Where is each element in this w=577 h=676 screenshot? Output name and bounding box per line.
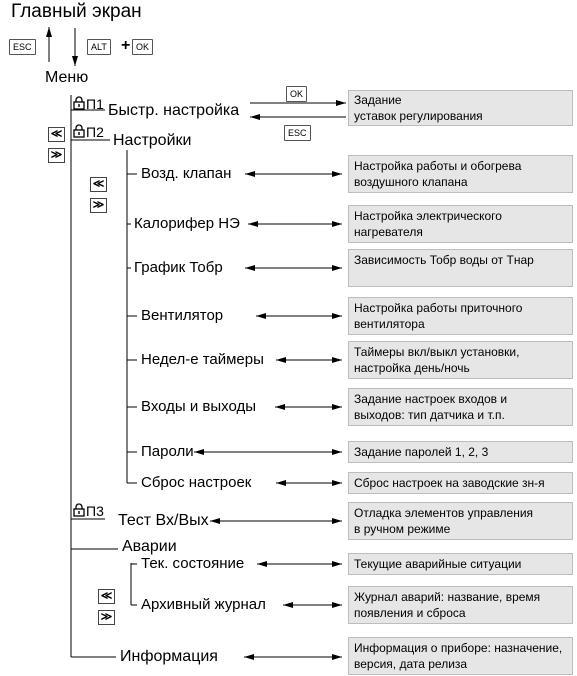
desc-reset: Сброс настроек на заводские зн-я xyxy=(348,472,573,494)
menu-item-test-io: Тест Вх/Вых xyxy=(118,512,209,529)
desc-passwords: Задание паролей 1, 2, 3 xyxy=(348,441,573,463)
menu-item-archive-log: Архивный журнал xyxy=(141,596,266,613)
level-p1-label: П1 xyxy=(86,96,104,112)
menu-label: Меню xyxy=(45,69,89,86)
menu-item-passwords: Пароли xyxy=(141,443,194,460)
ok-key: OK xyxy=(132,39,154,55)
scroll-down-icon: ≫ xyxy=(48,148,65,163)
lock-icon xyxy=(73,96,85,110)
lock-icon xyxy=(73,503,85,517)
menu-item-timers: Недел-е таймеры xyxy=(141,351,264,368)
menu-item-quick-setup: Быстр. настройка xyxy=(108,102,240,119)
scroll-down-icon: ≫ xyxy=(98,610,115,625)
desc-information: Информация о приборе: назначение,версия,… xyxy=(348,637,573,675)
lock-icon xyxy=(73,124,85,138)
scroll-down-icon: ≫ xyxy=(90,198,107,213)
menu-item-air-valve: Возд. клапан xyxy=(141,165,232,182)
menu-item-heater: Калорифер НЭ xyxy=(134,215,240,232)
desc-timers: Таймеры вкл/выкл установки,настройка ден… xyxy=(348,341,573,379)
menu-item-inputs-outputs: Входы и выходы xyxy=(141,398,257,415)
esc-key: ESC xyxy=(9,39,36,55)
alt-key: ALT xyxy=(87,39,111,55)
menu-item-settings: Настройки xyxy=(113,132,192,149)
desc-current-state: Текущие аварийные ситуации xyxy=(348,553,573,575)
ok-key: OK xyxy=(286,86,308,102)
menu-item-reset: Сброс настроек xyxy=(141,474,252,491)
level-p3-label: П3 xyxy=(86,503,104,519)
level-p2-label: П2 xyxy=(86,124,104,140)
desc-schedule: Зависимость Тобр воды от Тнар xyxy=(348,249,573,287)
scroll-up-icon: ≪ xyxy=(98,589,115,604)
menu-item-alarms: Аварии xyxy=(122,538,177,555)
menu-item-schedule: График Тобр xyxy=(134,259,223,276)
menu-item-current-state: Тек. состояние xyxy=(141,555,245,572)
esc-key: ESC xyxy=(284,125,311,141)
menu-item-fan: Вентилятор xyxy=(141,307,224,324)
scroll-up-icon: ≪ xyxy=(48,127,65,142)
main-screen-title: Главный экран xyxy=(11,1,142,22)
menu-item-information: Информация xyxy=(120,648,218,665)
scroll-up-icon: ≪ xyxy=(90,177,107,192)
plus-sign: + xyxy=(121,37,131,54)
